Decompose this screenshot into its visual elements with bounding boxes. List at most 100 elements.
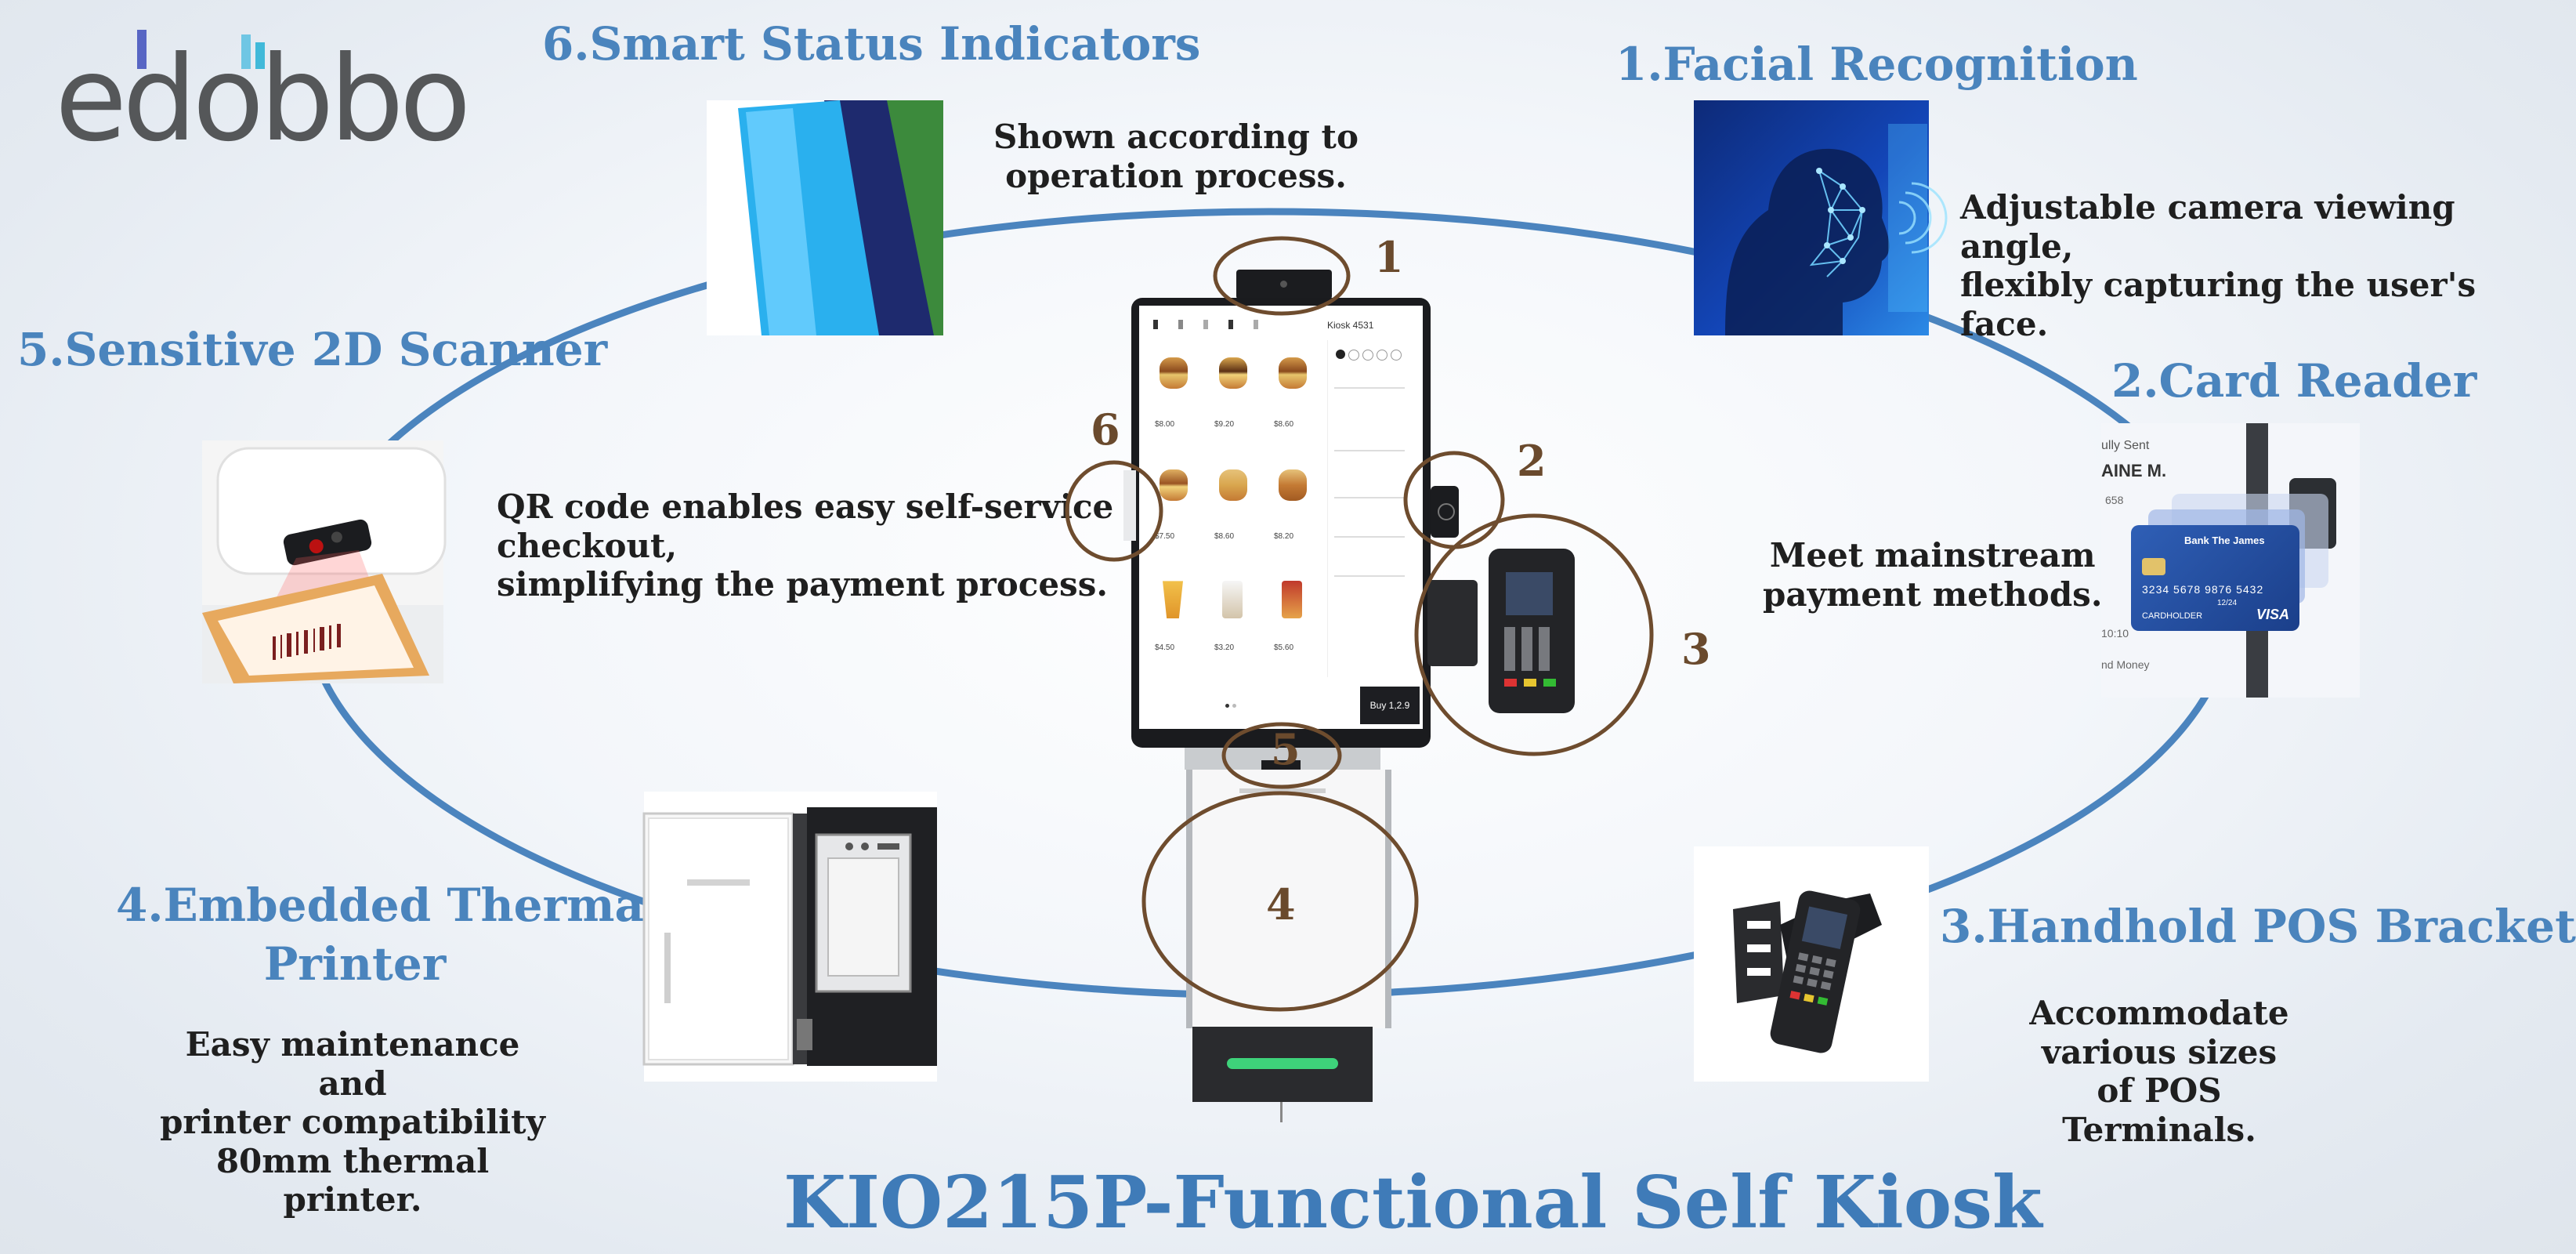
pos-screen <box>1506 572 1553 615</box>
screen-top-icons <box>1153 320 1318 331</box>
facial-recognition-description: Adjustable camera viewing angle, flexibl… <box>1960 188 2507 343</box>
logo-text: edobbo <box>55 31 471 168</box>
logo-bars-icon <box>137 30 265 69</box>
description-line: checkout, <box>497 526 678 565</box>
bank-card: Bank The James 3234 5678 9876 5432 12/24… <box>2131 525 2299 631</box>
card-photo-top-text: ully Sent <box>2101 439 2150 452</box>
food-item[interactable]: $8.20 <box>1268 457 1321 563</box>
pos-bracket-description: Accommodate various sizes of POS Termina… <box>1995 994 2324 1149</box>
food-item[interactable]: $9.20 <box>1208 345 1261 451</box>
facial-recognition-photo <box>1694 100 1948 335</box>
order-line <box>1334 387 1405 389</box>
callout-number-1: 1 <box>1374 232 1404 282</box>
pos-key-green <box>1543 679 1556 687</box>
feature-title-status-indicators: 6.Smart Status Indicators <box>542 17 1201 71</box>
kiosk-device: Kiosk 4531 $8.00 $9.20 $8.60 $7.50 $8.60… <box>1120 251 1669 1129</box>
food-price: $9.20 <box>1214 420 1235 429</box>
pos-terminal-icon <box>1733 890 1882 1053</box>
description-line: flexibly capturing the user's face. <box>1960 266 2477 343</box>
order-line <box>1334 536 1405 538</box>
food-price: $5.60 <box>1274 643 1294 653</box>
food-item[interactable]: $8.00 <box>1149 345 1202 451</box>
screen-header-text: Kiosk 4531 <box>1327 320 1374 331</box>
title-line: Printer <box>263 937 447 991</box>
checkout-button[interactable]: Buy 1,2.9 <box>1360 687 1420 724</box>
thermal-printer-photo <box>642 792 937 1082</box>
printer-slot <box>1239 788 1326 793</box>
food-price: $8.00 <box>1155 420 1175 429</box>
description-line: operation process. <box>1005 156 1347 195</box>
callout-number-6: 6 <box>1091 404 1120 455</box>
food-price: $8.60 <box>1214 531 1235 541</box>
food-item[interactable]: $4.50 <box>1149 568 1202 674</box>
feature-title-facial-recognition: 1.Facial Recognition <box>1615 38 2138 91</box>
description-line: payment methods. <box>1763 574 2103 614</box>
qr-scanner-icon <box>202 440 447 683</box>
description-line: simplifying the payment process. <box>497 565 1108 604</box>
card-chip-icon <box>2142 558 2165 575</box>
brand-logo: edobbo <box>55 24 471 168</box>
pos-bracket-photo <box>1694 846 1929 1082</box>
food-price: $8.60 <box>1274 420 1294 429</box>
card-photo-name: AINE M. <box>2101 461 2167 480</box>
nfc-icon <box>1438 503 1455 520</box>
face-scan-icon <box>1725 124 1948 335</box>
page-dots <box>1225 704 1236 708</box>
kiosk-pos-bracket <box>1427 580 1478 666</box>
food-price: $4.50 <box>1155 643 1175 653</box>
callout-number-2: 2 <box>1517 436 1547 486</box>
description-line: Shown according to <box>993 118 1359 156</box>
category-icon <box>1254 320 1258 329</box>
card-photo-amount: 658 <box>2105 494 2124 506</box>
description-line: Meet mainstream <box>1769 536 2096 574</box>
kiosk-camera <box>1236 270 1332 299</box>
food-item[interactable]: $8.60 <box>1208 457 1261 563</box>
base-status-light <box>1227 1058 1338 1069</box>
food-item[interactable]: $8.60 <box>1268 345 1321 451</box>
screen-display: Kiosk 4531 $8.00 $9.20 $8.60 $7.50 $8.60… <box>1139 306 1423 729</box>
title-line: 4.Embedded Thermal <box>116 879 662 932</box>
menu-icon <box>1153 320 1158 329</box>
card-reader-description: Meet mainstream payment methods. <box>1763 536 2102 614</box>
callout-number-5: 5 <box>1271 724 1301 774</box>
kiosk-screen: Kiosk 4531 $8.00 $9.20 $8.60 $7.50 $8.60… <box>1131 298 1431 748</box>
card-expiry: 12/24 <box>2217 599 2238 607</box>
kiosk-card-reader <box>1431 486 1459 538</box>
kiosk-base <box>1192 1027 1373 1102</box>
feature-title-2d-scanner: 5.Sensitive 2D Scanner <box>17 323 608 376</box>
feature-title-card-reader: 2.Card Reader <box>2111 354 2477 408</box>
thermal-printer-description: Easy maintenance and printer compatibili… <box>157 1025 548 1220</box>
status-light-photo <box>707 100 943 335</box>
order-line <box>1334 450 1405 451</box>
food-item[interactable]: $5.60 <box>1268 568 1321 674</box>
scanner-photo <box>202 440 447 683</box>
category-icon <box>1228 320 1233 329</box>
status-light-icon <box>738 100 943 335</box>
food-price: $7.50 <box>1155 531 1175 541</box>
food-price: $8.20 <box>1274 531 1294 541</box>
order-line <box>1334 497 1405 498</box>
card-number: 3234 5678 9876 5432 <box>2142 583 2264 596</box>
description-line: Easy maintenance and <box>185 1025 520 1103</box>
description-line: Adjustable camera viewing angle, <box>1960 188 2455 266</box>
food-item[interactable]: $3.20 <box>1208 568 1261 674</box>
card-photo-time: 10:10 <box>2101 627 2129 640</box>
card-holder: CARDHOLDER <box>2142 611 2203 621</box>
pos-key-red <box>1504 679 1517 687</box>
pos-key-yellow <box>1524 679 1536 687</box>
description-line: QR code enables easy self-service <box>497 487 1114 526</box>
2d-scanner-description: QR code enables easy self-service checko… <box>497 487 1113 604</box>
callout-number-4: 4 <box>1266 879 1296 930</box>
card-reader-photo: ully Sent AINE M. 658 10:10 nd Money Ban… <box>2101 423 2360 698</box>
page-title: KIO215P-Functional Self Kiosk <box>783 1160 2042 1245</box>
description-line: printer compatibility <box>160 1103 545 1142</box>
card-network: VISA <box>2256 607 2290 622</box>
status-indicators-description: Shown according to operation process. <box>993 118 1359 195</box>
feature-title-pos-bracket: 3.Handhold POS Bracket <box>1940 900 2576 953</box>
printer-cabinet-icon <box>642 807 937 1066</box>
food-item[interactable]: $7.50 <box>1149 457 1202 563</box>
description-line: Accommodate various sizes <box>2029 994 2289 1071</box>
pos-keypad <box>1504 627 1556 671</box>
category-icon <box>1178 320 1183 329</box>
feature-title-thermal-printer: 4.Embedded Thermal Printer <box>116 876 662 995</box>
